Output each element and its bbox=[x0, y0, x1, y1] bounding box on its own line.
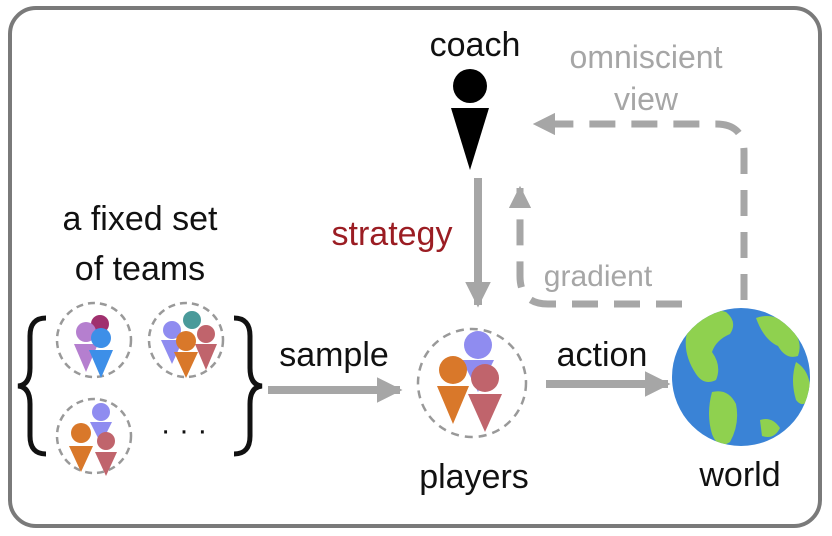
players-label: players bbox=[419, 458, 529, 496]
fixed-set-label: a fixed set bbox=[63, 200, 219, 238]
team-icon bbox=[147, 301, 225, 379]
fixed-set-label-2: of teams bbox=[75, 250, 205, 288]
sample-label: sample bbox=[279, 336, 389, 374]
outer-frame bbox=[8, 6, 822, 528]
world-label: world bbox=[698, 456, 780, 494]
ellipsis: · · · bbox=[161, 414, 208, 447]
omniscient-view-arrow bbox=[532, 112, 748, 300]
coach-label: coach bbox=[430, 26, 521, 64]
team-icon bbox=[55, 301, 133, 379]
action-label: action bbox=[557, 336, 648, 374]
team-icon bbox=[55, 397, 133, 476]
player-group-icon bbox=[416, 327, 528, 439]
left-brace bbox=[17, 315, 47, 457]
coach-person-icon bbox=[451, 69, 489, 170]
right-brace bbox=[233, 315, 263, 457]
globe-icon bbox=[672, 308, 810, 446]
omniscient-label: omniscient bbox=[570, 39, 723, 75]
omniscient-view-label: view bbox=[614, 81, 679, 117]
gradient-arrow bbox=[508, 185, 682, 308]
gradient-label: gradient bbox=[544, 260, 653, 293]
strategy-label: strategy bbox=[332, 215, 453, 253]
